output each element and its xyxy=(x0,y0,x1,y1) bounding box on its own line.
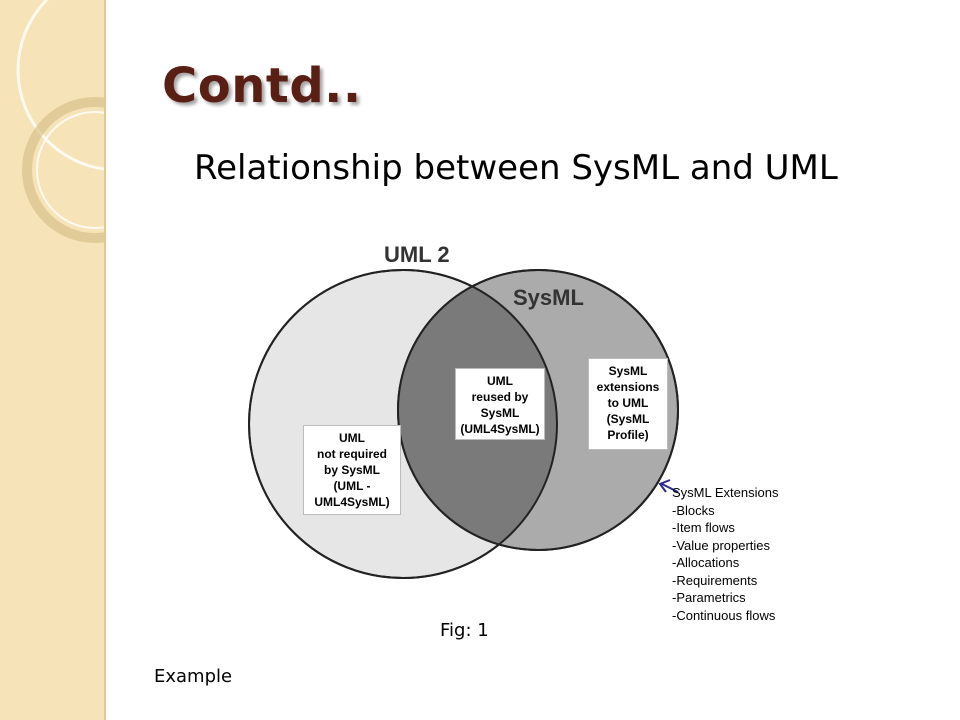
slide-title: Contd.. xyxy=(162,58,362,114)
extensions-title: SysML Extensions xyxy=(672,485,779,500)
extension-item: -Requirements xyxy=(672,572,758,588)
extension-item: -Item flows xyxy=(672,520,735,535)
box-uml-reused: UML reused by SysML (UML4SysML) xyxy=(455,368,545,440)
figure-caption: Fig: 1 xyxy=(440,620,489,641)
box-uml-not-required: UML not required by SysML (UML - UML4Sys… xyxy=(303,425,401,515)
extension-item: -Allocations xyxy=(672,555,740,570)
extension-item: -Value properties xyxy=(672,537,771,553)
slide-subtitle: Relationship between SysML and UML xyxy=(194,148,838,188)
extension-item: -Continuous flows xyxy=(672,607,776,623)
sysml-label: SysML xyxy=(513,285,584,310)
sidebar-rings-decoration xyxy=(16,0,104,243)
sysml-extensions-list: SysML Extensions -Blocks -Item flows -Va… xyxy=(672,484,778,624)
decorative-sidebar xyxy=(0,0,106,720)
footer-text: Example xyxy=(154,666,233,687)
venn-diagram: UML 2 SysML UML not required by SysML (U… xyxy=(240,230,820,630)
extension-item: -Blocks xyxy=(672,502,715,518)
arrow-icon xyxy=(658,479,679,493)
extension-item: -Parametrics xyxy=(672,590,746,605)
box-sysml-extensions: SysML extensions to UML (SysML Profile) xyxy=(588,358,668,450)
uml2-label: UML 2 xyxy=(384,242,450,267)
